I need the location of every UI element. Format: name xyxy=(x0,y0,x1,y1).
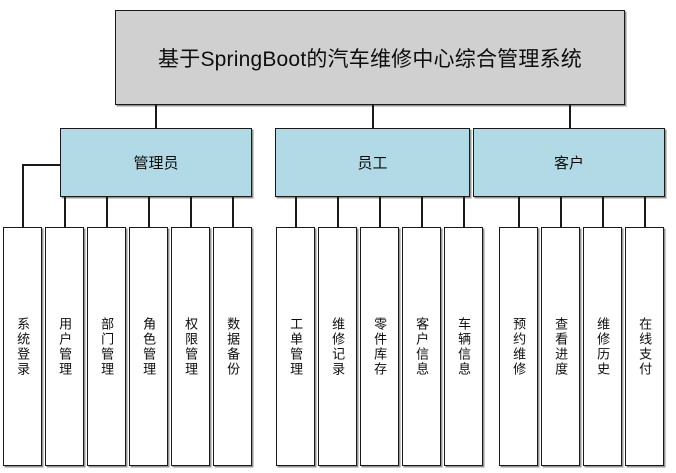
edge-staff-to-leaf-2 xyxy=(337,197,339,227)
edge-root-to-staff xyxy=(372,105,374,128)
leaf-node-admin-5: 权限管理 xyxy=(171,227,210,466)
edge-customer-to-leaf-3 xyxy=(602,197,604,227)
edge-staff-to-leaf-1 xyxy=(295,197,297,227)
edge-customer-to-leaf-2 xyxy=(560,197,562,227)
leaf-node-customer-2-label: 查看进度 xyxy=(553,316,569,377)
leaf-node-customer-3-label: 维修历史 xyxy=(595,316,611,377)
leaf-node-staff-4-label: 客户信息 xyxy=(414,316,430,377)
leaf-node-staff-3-label: 零件库存 xyxy=(372,316,388,377)
leaf-node-admin-6-label: 数据备份 xyxy=(225,316,241,377)
root-node-label: 基于SpringBoot的汽车维修中心综合管理系统 xyxy=(158,47,582,71)
root-node-system-title: 基于SpringBoot的汽车维修中心综合管理系统 xyxy=(115,10,625,105)
leaf-node-admin-3-label: 部门管理 xyxy=(99,316,115,377)
leaf-node-staff-1-label: 工单管理 xyxy=(288,316,304,377)
leaf-node-admin-2: 用户管理 xyxy=(45,227,84,466)
leaf-node-staff-4: 客户信息 xyxy=(402,227,441,466)
leaf-node-customer-2: 查看进度 xyxy=(541,227,580,466)
leaf-node-admin-6: 数据备份 xyxy=(213,227,252,466)
edge-admin-to-leaf-5 xyxy=(190,197,192,227)
role-node-customer: 客户 xyxy=(473,128,665,197)
role-node-staff-label: 员工 xyxy=(357,155,388,172)
edge-root-to-customer xyxy=(569,105,571,128)
leaf-node-customer-4: 在线支付 xyxy=(625,227,664,466)
edge-root-to-admin xyxy=(155,105,157,128)
edge-admin-elbow-vertical xyxy=(22,164,24,227)
leaf-node-staff-2: 维修记录 xyxy=(318,227,357,466)
leaf-node-customer-1: 预约维修 xyxy=(499,227,538,466)
edge-staff-to-leaf-4 xyxy=(421,197,423,227)
edge-staff-to-leaf-3 xyxy=(379,197,381,227)
leaf-node-staff-3: 零件库存 xyxy=(360,227,399,466)
leaf-node-admin-2-label: 用户管理 xyxy=(57,316,73,377)
leaf-node-staff-1: 工单管理 xyxy=(276,227,315,466)
leaf-node-customer-4-label: 在线支付 xyxy=(637,316,653,377)
leaf-node-admin-3: 部门管理 xyxy=(87,227,126,466)
leaf-node-admin-4-label: 角色管理 xyxy=(141,316,157,377)
leaf-node-admin-4: 角色管理 xyxy=(129,227,168,466)
edge-admin-to-leaf-3 xyxy=(106,197,108,227)
leaf-node-admin-1-label: 系统登录 xyxy=(15,316,31,377)
role-node-staff: 员工 xyxy=(275,128,470,197)
edge-staff-to-leaf-5 xyxy=(463,197,465,227)
leaf-node-staff-5: 车辆信息 xyxy=(444,227,483,466)
leaf-node-admin-5-label: 权限管理 xyxy=(183,316,199,377)
role-node-customer-label: 客户 xyxy=(553,155,584,172)
edge-admin-to-leaf-4 xyxy=(148,197,150,227)
edge-customer-to-leaf-4 xyxy=(644,197,646,227)
edge-admin-to-leaf-6 xyxy=(232,197,234,227)
role-node-admin-label: 管理员 xyxy=(133,155,179,172)
edge-customer-to-leaf-1 xyxy=(518,197,520,227)
leaf-node-staff-2-label: 维修记录 xyxy=(330,316,346,377)
role-node-admin: 管理员 xyxy=(60,128,252,197)
leaf-node-customer-3: 维修历史 xyxy=(583,227,622,466)
edge-admin-to-leaf-2 xyxy=(64,197,66,227)
edge-admin-elbow-horizontal xyxy=(22,164,61,166)
leaf-node-customer-1-label: 预约维修 xyxy=(511,316,527,377)
leaf-node-staff-5-label: 车辆信息 xyxy=(456,316,472,377)
leaf-node-admin-1: 系统登录 xyxy=(3,227,42,466)
